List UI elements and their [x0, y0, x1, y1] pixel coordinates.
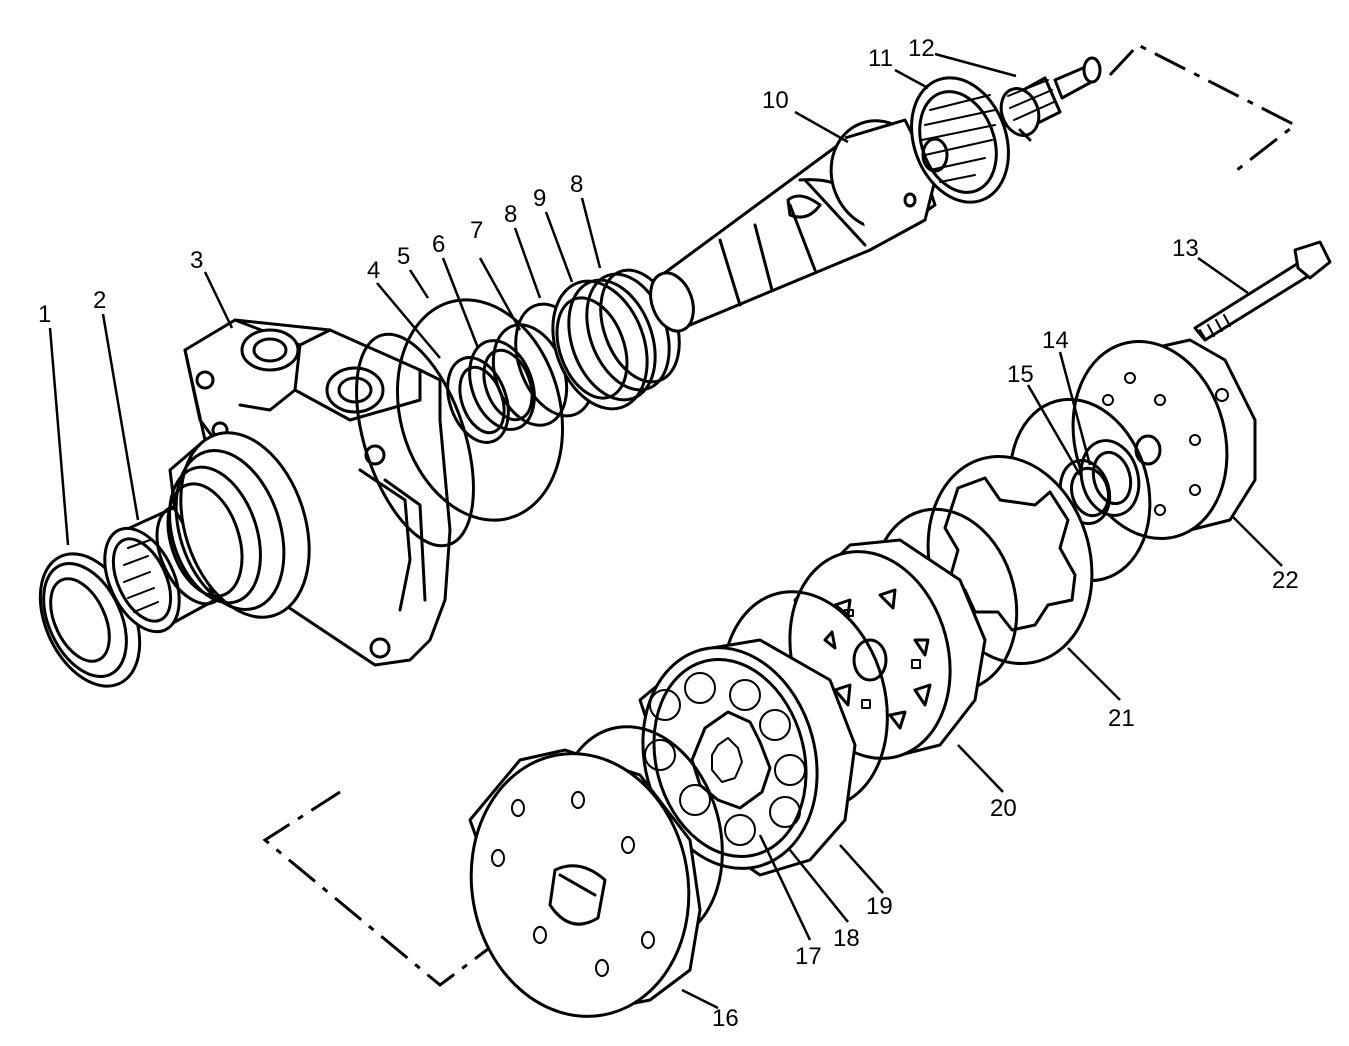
part-10-drive-shaft: [649, 118, 937, 333]
part-2-needle-bearing: [103, 503, 229, 634]
callout-18: 18: [833, 925, 860, 952]
callout-7: 7: [470, 217, 483, 244]
callout-22: 22: [1272, 567, 1299, 594]
part-16-end-cover: [468, 748, 702, 1018]
part-17-star-gear: [690, 710, 772, 810]
callout-20: 20: [990, 795, 1017, 822]
callout-13: 13: [1172, 235, 1199, 262]
part-13-bolt: [1193, 240, 1332, 342]
part-12-spline-shaft: [999, 56, 1102, 142]
part-4-ring: [446, 356, 510, 444]
callout-2: 2: [93, 287, 106, 314]
callout-8-left: 8: [504, 201, 517, 228]
callout-6: 6: [432, 231, 445, 258]
part-11-gear-plate: [910, 76, 1010, 204]
part-14-ring: [1079, 439, 1141, 517]
callout-4: 4: [367, 257, 380, 284]
part-3-housing: [166, 318, 475, 667]
dash-dot-connector-bottom: [262, 790, 581, 987]
callout-21: 21: [1108, 705, 1135, 732]
part-9-seal: [551, 278, 657, 411]
callout-16: 16: [712, 1005, 739, 1032]
callout-3: 3: [190, 247, 203, 274]
callout-11: 11: [868, 45, 893, 72]
callout-8-right: 8: [570, 171, 583, 198]
part-5-o-ring: [395, 298, 565, 522]
callout-19: 19: [866, 893, 893, 920]
callout-5: 5: [397, 243, 410, 270]
callout-10: 10: [762, 87, 789, 114]
leader-lines: [48, 52, 1283, 1010]
callout-15: 15: [1007, 361, 1034, 388]
part-18-rollers: [644, 672, 806, 846]
callout-12: 12: [908, 35, 935, 62]
callout-numbers: 1 2 3 4 5 6 7 8 9 8 10 11 12 13 14 15 16…: [38, 35, 1299, 1032]
callout-14: 14: [1042, 327, 1069, 354]
dash-dot-connector-top: [1108, 43, 1298, 172]
callout-17: 17: [795, 943, 822, 970]
callout-1: 1: [38, 301, 51, 328]
callout-9: 9: [533, 185, 546, 212]
